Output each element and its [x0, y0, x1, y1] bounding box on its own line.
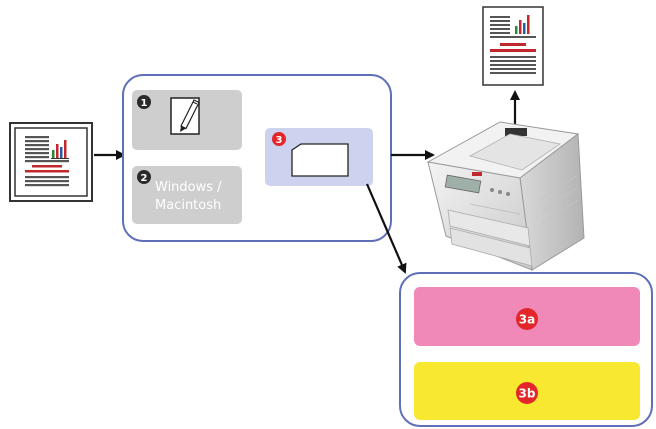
- source-document-icon: [9, 122, 93, 202]
- option-3b-badge-label: 3b: [519, 387, 536, 401]
- step-2-label-line2: Macintosh: [155, 198, 221, 213]
- folder-icon: [291, 143, 349, 177]
- option-3a-box: 3a: [414, 287, 640, 346]
- color-laser-printer-icon: [426, 121, 585, 271]
- step-2-label-line1: Windows /: [155, 180, 222, 195]
- step-2-box: 2 Windows / Macintosh: [132, 166, 242, 224]
- arrow-app-to-options: [365, 183, 407, 274]
- step-2-badge-label: 2: [141, 173, 148, 184]
- step-1-badge: [137, 95, 151, 109]
- step-3-badge: [272, 132, 286, 146]
- option-3b-box: 3b: [414, 362, 640, 420]
- pencil-on-paper-icon: [170, 97, 200, 135]
- option-3b-badge: [516, 382, 538, 404]
- step-2-badge: [137, 170, 151, 184]
- option-3a-badge: [516, 308, 538, 330]
- step-1-badge-label: 1: [141, 98, 148, 109]
- step-3-box: 3: [265, 128, 373, 186]
- step-1-box: 1: [132, 90, 242, 150]
- option-3a-badge-label: 3a: [519, 313, 535, 327]
- step-3-badge-label: 3: [276, 135, 283, 146]
- output-document-icon: [482, 6, 544, 86]
